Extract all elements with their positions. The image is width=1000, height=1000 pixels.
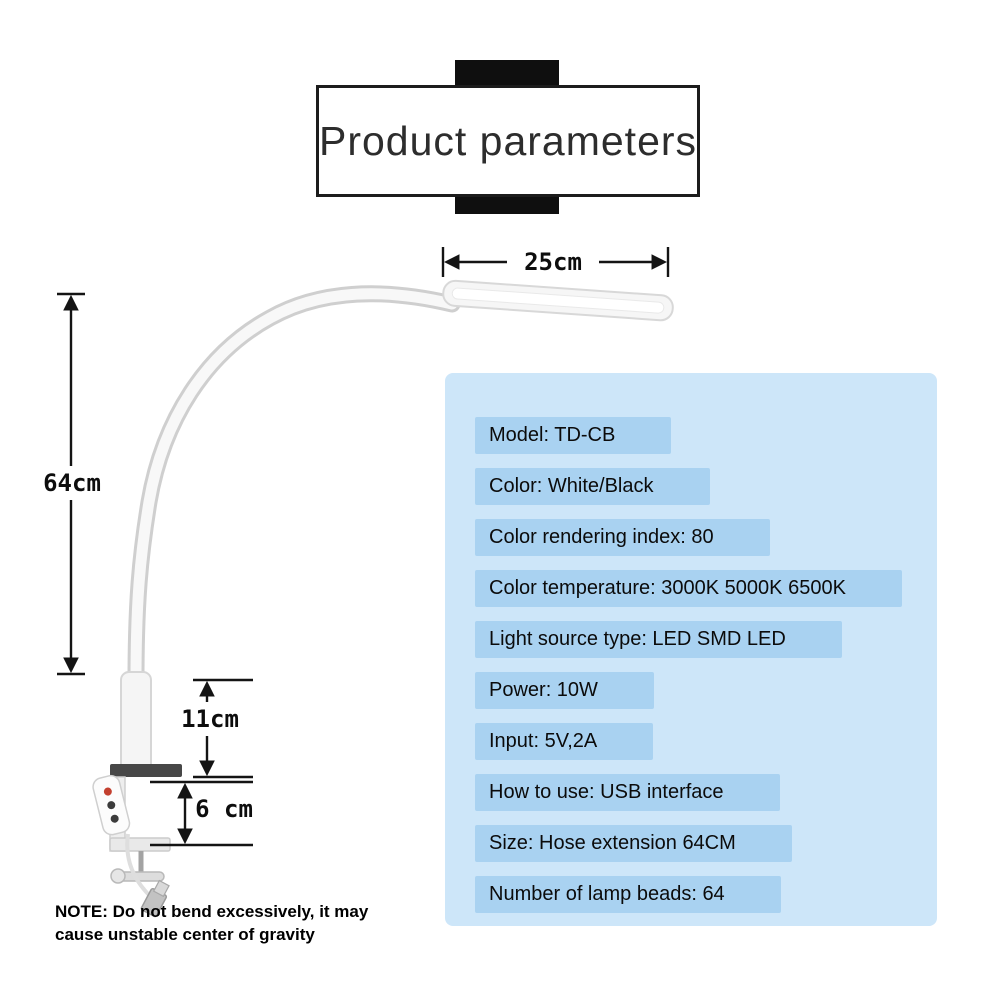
dim-arrow-clamp-opening: [150, 780, 253, 847]
usb-cable: [125, 833, 152, 898]
spec-row-size: Size: Hose extension 64CM: [475, 825, 792, 862]
spec-row-how-to-use: How to use: USB interface: [475, 774, 780, 811]
dim-label-head-width: 25cm: [507, 245, 599, 279]
spec-row-power: Power: 10W: [475, 672, 654, 709]
spec-panel: Model: TD-CB Color: White/Black Color re…: [445, 373, 937, 926]
spec-row-color: Color: White/Black: [475, 468, 710, 505]
note-text: NOTE: Do not bend excessively, it may ca…: [55, 902, 369, 945]
lamp-body: [120, 671, 152, 773]
page-title: Product parameters: [318, 117, 698, 164]
gooseneck: [130, 288, 458, 686]
control-buttons: [92, 774, 131, 836]
spec-row-input: Input: 5V,2A: [475, 723, 654, 760]
dim-label-clamp-opening: 6 cm: [193, 792, 255, 826]
spec-row-color-rendering-index: Color rendering index: 80: [475, 519, 770, 556]
spec-row-color-temperature: Color temperature: 3000K 5000K 6500K: [475, 570, 902, 607]
dim-label-hose-height: 64cm: [30, 466, 114, 500]
spec-row-light-source-type: Light source type: LED SMD LED: [475, 621, 842, 658]
spec-row-model: Model: TD-CB: [475, 417, 672, 454]
lamp-head: [442, 279, 674, 322]
usb-plug: [140, 879, 170, 918]
spec-row-lamp-beads: Number of lamp beads: 64: [475, 876, 781, 913]
dim-label-upper-clamp: 11cm: [172, 702, 248, 736]
title-box: Product parameters: [316, 85, 700, 197]
gooseneck-outline: [127, 285, 461, 689]
